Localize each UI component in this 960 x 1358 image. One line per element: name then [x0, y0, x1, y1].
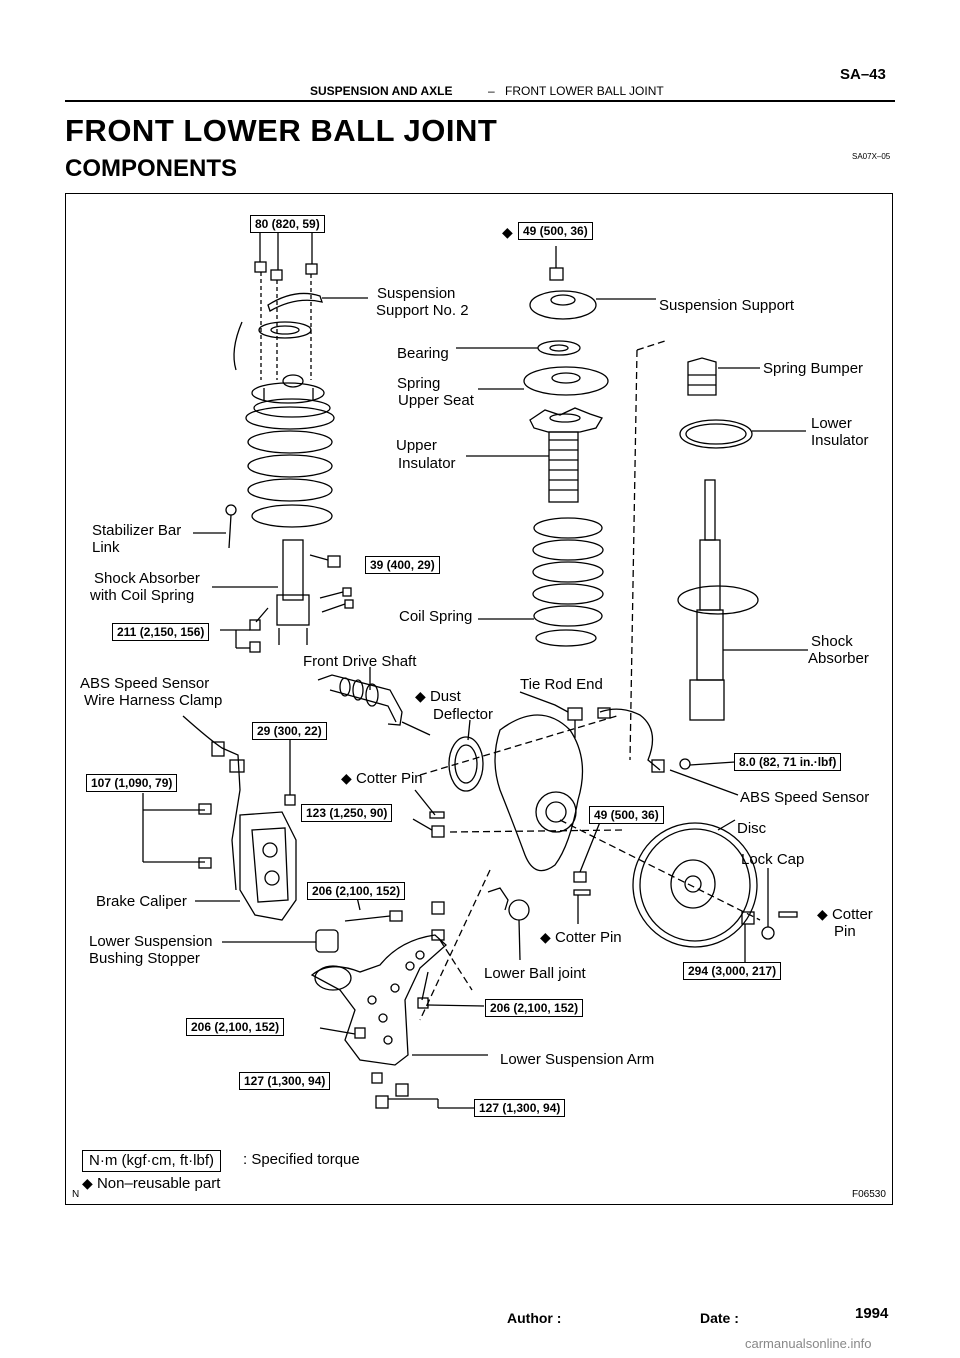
top-nuts — [254, 261, 318, 281]
torque-39: 39 (400, 29) — [365, 556, 440, 574]
label-cotter-pin-1: ◆ Cotter Pin — [341, 770, 423, 787]
label-disc: Disc — [737, 820, 767, 837]
torque-29: 29 (300, 22) — [252, 722, 327, 740]
label-cotter-pin-2: ◆ Cotter Pin — [540, 929, 622, 946]
torque-206-c: 206 (2,100, 152) — [186, 1018, 285, 1036]
label-shock-coil-b: with Coil Spring — [90, 587, 195, 604]
cotter-text: Cotter — [831, 906, 873, 923]
legend-nonreusable: ◆ Non–reusable part — [82, 1175, 220, 1192]
label-lower-ball-joint: Lower Ball joint — [484, 965, 586, 982]
torque-8: 8.0 (82, 71 in.·lbf) — [734, 753, 842, 771]
label-cotter-pin-3-b: Pin — [834, 923, 856, 940]
label-brake-caliper: Brake Caliper — [96, 893, 187, 910]
torque-107: 107 (1,090, 79) — [86, 774, 178, 792]
torque-127-b: 127 (1,300, 94) — [474, 1099, 566, 1117]
label-shock-coil-a: Shock Absorber — [94, 570, 200, 587]
nonreusable-mark: ◆ — [415, 688, 426, 704]
doc-code: SA07X–05 — [852, 152, 891, 161]
nonreusable-mark: ◆ — [82, 1175, 93, 1191]
page-title: FRONT LOWER BALL JOINT — [65, 113, 498, 148]
corner-mark: N — [72, 1189, 80, 1200]
label-suspension-support-no2-b: Support No. 2 — [376, 302, 469, 319]
label-abs-speed-sensor: ABS Speed Sensor — [740, 789, 870, 806]
label-tie-rod-end: Tie Rod End — [520, 676, 603, 693]
label-bearing: Bearing — [397, 345, 449, 362]
label-lower-insulator-b: Insulator — [811, 432, 869, 449]
torque-294: 294 (3,000, 217) — [683, 962, 782, 980]
torque-80: 80 (820, 59) — [250, 215, 325, 233]
page-number: SA–43 — [840, 66, 886, 83]
footer-author: Author : — [507, 1310, 562, 1326]
header-rule — [65, 100, 895, 102]
nonreusable-mark: ◆ — [540, 929, 551, 945]
footer-date: Date : — [700, 1310, 739, 1326]
label-cotter-pin-3-a: ◆ Cotter — [817, 906, 873, 923]
figure-code: F06530 — [852, 1189, 886, 1200]
label-lock-cap: Lock Cap — [741, 851, 805, 868]
label-abs-clamp-b: Wire Harness Clamp — [84, 692, 223, 709]
label-dust-deflector-a: ◆ Dust — [415, 688, 461, 705]
label-lower-bushing-stopper-b: Bushing Stopper — [89, 950, 200, 967]
label-lower-bushing-stopper-a: Lower Suspension — [89, 933, 213, 950]
label-upper-insulator-b: Insulator — [398, 455, 456, 472]
section-subtitle: COMPONENTS — [65, 155, 238, 182]
label-stabilizer-bar-link-b: Link — [92, 539, 120, 556]
nonreusable-mark: ◆ — [817, 906, 828, 922]
torque-49-top: 49 (500, 36) — [518, 222, 593, 240]
header-section: SUSPENSION AND AXLE — [310, 84, 453, 98]
label-suspension-support-no2-a: Suspension — [377, 285, 456, 302]
torque-123: 123 (1,250, 90) — [301, 804, 393, 822]
figure-frame — [65, 193, 893, 1205]
torque-206-a: 206 (2,100, 152) — [307, 882, 406, 900]
label-coil-spring: Coil Spring — [399, 608, 473, 625]
label-front-drive-shaft: Front Drive Shaft — [303, 653, 417, 670]
torque-206-b: 206 (2,100, 152) — [485, 999, 584, 1017]
label-shock-absorber-b: Absorber — [808, 650, 869, 667]
cotter-pin-text: Cotter Pin — [554, 929, 622, 946]
cotter-pin-text: Cotter Pin — [355, 770, 423, 787]
label-lower-suspension-arm: Lower Suspension Arm — [500, 1051, 655, 1068]
watermark: carmanualsonline.info — [745, 1336, 872, 1351]
legend-unit-box: N·m (kgf·cm, ft·lbf) — [82, 1150, 221, 1172]
nonreusable-mark: ◆ — [341, 770, 352, 786]
coil-spring — [532, 517, 604, 647]
legend-specified-torque: : Specified torque — [243, 1151, 360, 1168]
label-spring-upper-seat-b: Upper Seat — [398, 392, 474, 409]
label-upper-insulator-a: Upper — [396, 437, 437, 454]
label-spring-upper-seat-a: Spring — [397, 375, 441, 392]
dust-text: Dust — [429, 688, 461, 705]
torque-127-a: 127 (1,300, 94) — [239, 1072, 331, 1090]
torque-49-mid: 49 (500, 36) — [589, 806, 664, 824]
label-lower-insulator-a: Lower — [811, 415, 852, 432]
label-dust-deflector-b: Deflector — [433, 706, 494, 723]
label-suspension-support: Suspension Support — [659, 297, 795, 314]
strut-coil-spring — [245, 398, 335, 528]
footer-year: 1994 — [855, 1305, 889, 1322]
label-abs-clamp-a: ABS Speed Sensor — [80, 675, 210, 692]
nonreusable-mark: ◆ — [502, 224, 513, 240]
label-spring-bumper: Spring Bumper — [763, 360, 864, 377]
torque-211: 211 (2,150, 156) — [112, 623, 210, 641]
header-dash: – — [488, 84, 495, 98]
header-subsection: FRONT LOWER BALL JOINT — [505, 84, 664, 98]
label-stabilizer-bar-link-a: Stabilizer Bar — [92, 522, 182, 539]
label-shock-absorber-a: Shock — [811, 633, 853, 650]
nonreusable-text: Non–reusable part — [96, 1175, 221, 1192]
